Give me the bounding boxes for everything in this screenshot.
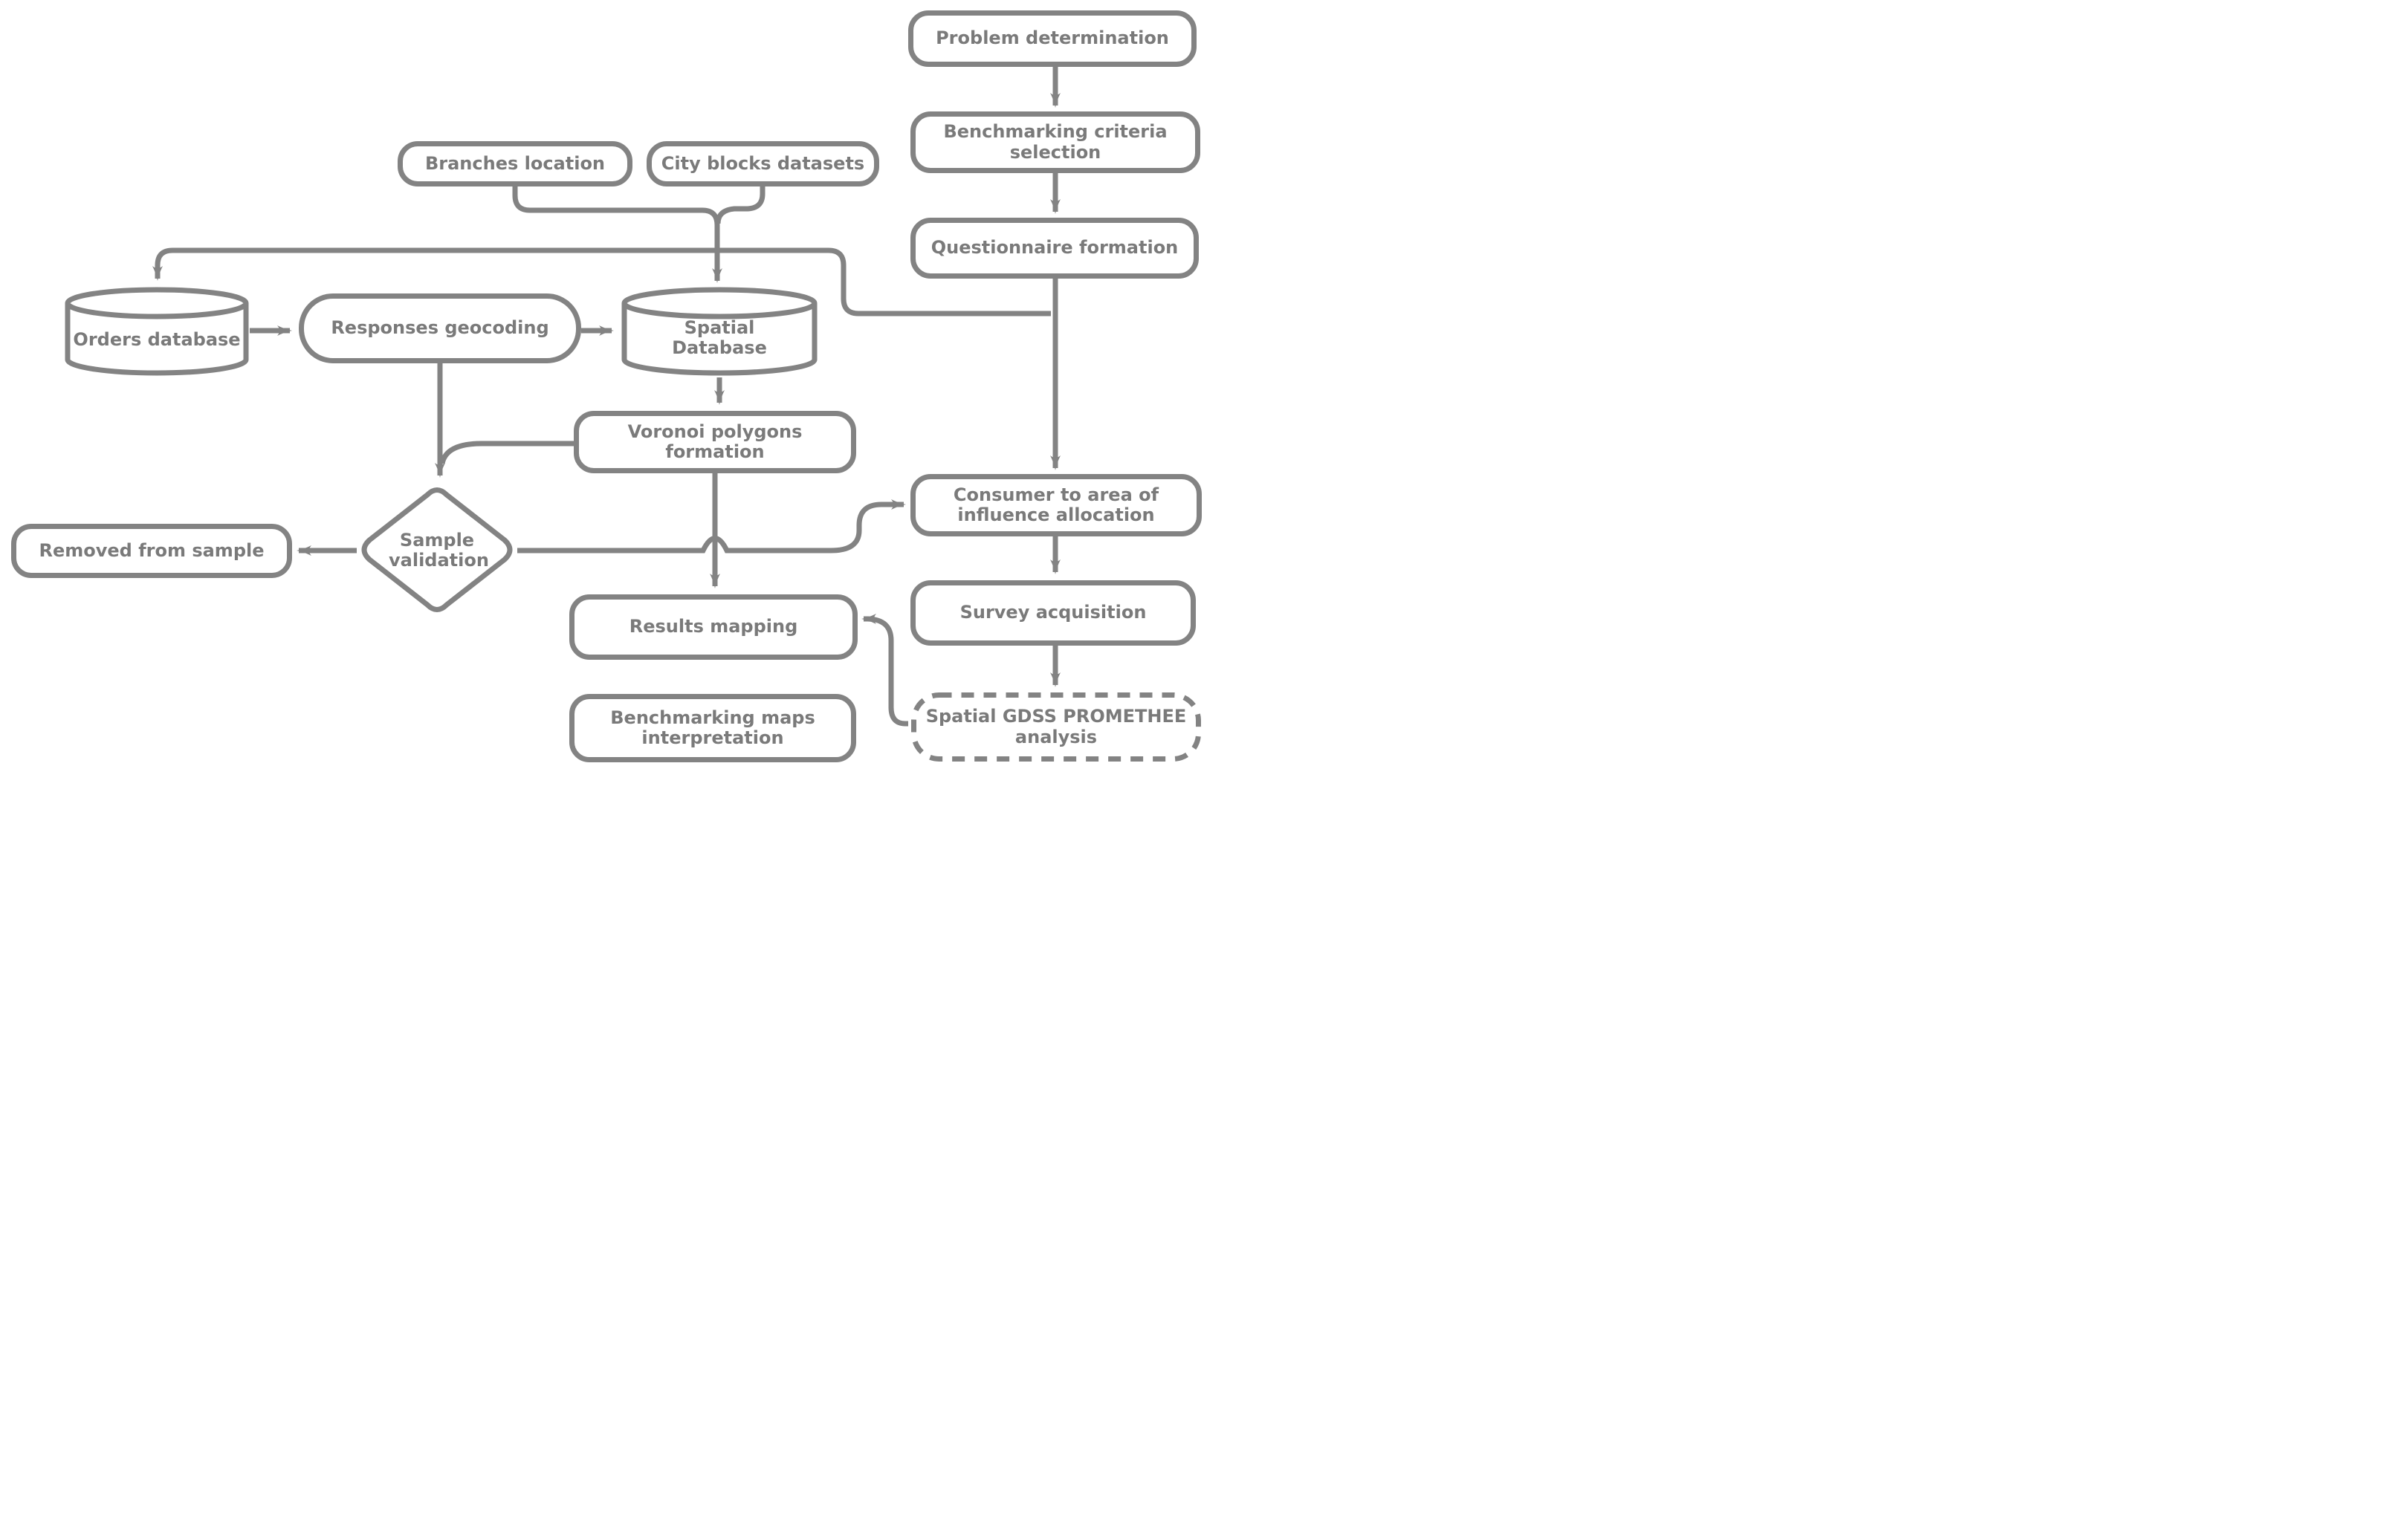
cylinder-shape bbox=[65, 287, 249, 376]
node-survey-acquisition: Survey acquisition bbox=[910, 580, 1196, 646]
node-label: Benchmarking maps interpretation bbox=[610, 707, 815, 748]
node-label: City blocks datasets bbox=[661, 152, 865, 174]
node-spatial-database: Spatial Database bbox=[621, 285, 818, 377]
node-voronoi-polygons-formation: Voronoi polygons formation bbox=[574, 411, 856, 473]
node-problem-determination: Problem determination bbox=[908, 10, 1197, 67]
diamond-shape bbox=[361, 487, 513, 612]
node-label: Results mapping bbox=[629, 616, 798, 637]
node-city-blocks-datasets: City blocks datasets bbox=[647, 141, 879, 186]
node-label: Branches location bbox=[424, 152, 606, 174]
node-branches-location: Branches location bbox=[398, 141, 632, 186]
node-label: Spatial Database bbox=[672, 317, 767, 358]
node-label: Orders database bbox=[73, 329, 241, 351]
edge-merge-to-questionnaire-line bbox=[717, 247, 1051, 317]
node-removed-from-sample: Removed from sample bbox=[11, 524, 292, 578]
node-spatial-gdss-promethee-analysis: Spatial GDSS PROMETHEE analysis bbox=[910, 692, 1202, 762]
dashed-border bbox=[911, 692, 1201, 762]
node-label: Voronoi polygons formation bbox=[627, 421, 803, 462]
edge-branches-to-merge bbox=[512, 186, 722, 283]
node-label: Survey acquisition bbox=[959, 602, 1147, 623]
flowchart-canvas: Problem determination Benchmarking crite… bbox=[0, 0, 1204, 766]
node-label: Problem determination bbox=[936, 27, 1169, 49]
edge-voronoi-to-diamond-branch bbox=[439, 441, 574, 464]
node-orders-database: Orders database bbox=[64, 285, 250, 377]
node-questionnaire-formation: Questionnaire formation bbox=[910, 218, 1199, 279]
node-label: Questionnaire formation bbox=[930, 237, 1179, 259]
node-label: Responses geocoding bbox=[331, 317, 549, 339]
node-label: Benchmarking criteria selection bbox=[943, 121, 1168, 163]
node-label: Consumer to area of influence allocation bbox=[953, 484, 1159, 525]
node-benchmarking-criteria-selection: Benchmarking criteria selection bbox=[910, 111, 1200, 173]
edge-merge-to-orders-database bbox=[152, 247, 717, 281]
node-responses-geocoding: Responses geocoding bbox=[299, 293, 581, 363]
edge-diamond-to-consumer bbox=[517, 499, 906, 554]
cylinder-shape bbox=[621, 287, 818, 376]
node-benchmarking-maps-interpretation: Benchmarking maps interpretation bbox=[569, 694, 856, 762]
edge-gdss-to-results bbox=[861, 614, 908, 727]
connector-layer bbox=[152, 67, 1061, 727]
node-consumer-to-area-of-influence-allocation: Consumer to area of influence allocation bbox=[910, 474, 1202, 536]
node-results-mapping: Results mapping bbox=[569, 594, 858, 660]
node-label: Removed from sample bbox=[39, 539, 265, 561]
edge-cityblocks-to-merge bbox=[715, 186, 766, 224]
node-label: Spatial GDSS PROMETHEE analysis bbox=[925, 706, 1187, 747]
node-label: Sample validation bbox=[389, 529, 489, 571]
node-sample-validation: Sample validation bbox=[357, 483, 517, 618]
